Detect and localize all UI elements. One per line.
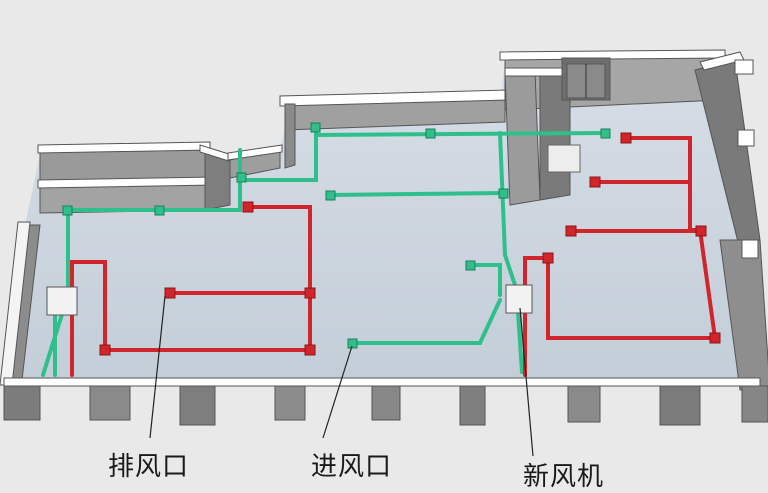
exhaust-outlet-label: 排风口 xyxy=(108,452,190,482)
fresh-air-unit-left xyxy=(46,286,78,316)
leader-lines xyxy=(149,295,534,457)
fresh-air-unit-right xyxy=(505,284,533,314)
supply-inlet-label: 进风口 xyxy=(311,452,393,482)
fresh-air-unit-label: 新风机 xyxy=(523,462,605,492)
fresh-air-unit-upper xyxy=(547,144,581,173)
walls xyxy=(0,49,768,426)
supply-inlets xyxy=(62,122,611,349)
exhaust-outlets xyxy=(99,132,721,356)
supply-ducts xyxy=(41,123,608,377)
